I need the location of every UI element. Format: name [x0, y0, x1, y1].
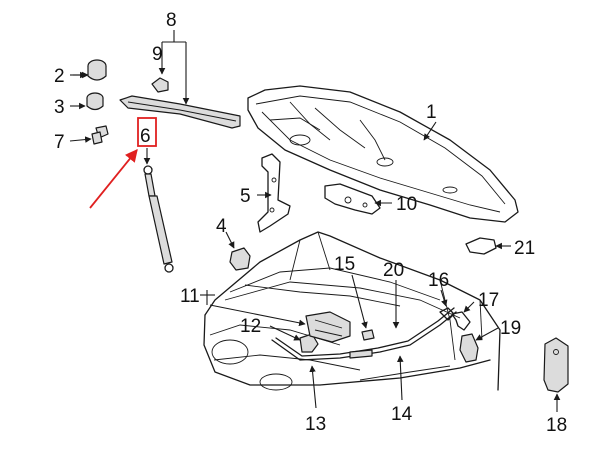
lift-support-strut — [143, 165, 174, 273]
trim-cover — [543, 337, 569, 393]
callout-12: 12 — [240, 316, 261, 337]
callout-19: 19 — [500, 318, 521, 339]
callout-16: 16 — [428, 270, 449, 291]
hood-stop — [86, 92, 104, 111]
highlight-arrow — [89, 149, 138, 209]
latch-assembly — [305, 311, 351, 343]
hood-panel — [247, 85, 519, 223]
callout-21: 21 — [514, 238, 535, 259]
callout-11: 11 — [180, 286, 200, 307]
callout-18: 18 — [546, 415, 567, 436]
callout-17: 17 — [478, 290, 499, 311]
callout-7: 7 — [54, 132, 65, 153]
release-cable — [271, 307, 457, 361]
callout-10: 10 — [396, 194, 417, 215]
hood-release-lever — [459, 333, 479, 363]
highlight-callout-6 — [89, 117, 157, 209]
callout-2: 2 — [54, 66, 65, 87]
callout-1: 1 — [426, 102, 437, 123]
callout-14: 14 — [391, 404, 413, 425]
callout-15: 15 — [334, 254, 355, 275]
leader-lines — [69, 30, 561, 412]
release-handle — [465, 237, 497, 255]
hood-hinge — [257, 153, 291, 233]
hood-seal — [119, 95, 241, 129]
vehicle-front-body — [203, 231, 501, 391]
release-lever — [451, 311, 471, 331]
callout-20: 20 — [383, 260, 404, 281]
callout-8: 8 — [166, 10, 177, 31]
callout-5: 5 — [240, 186, 251, 207]
callout-13: 13 — [305, 414, 326, 435]
seal-clip — [151, 77, 169, 93]
callout-4: 4 — [216, 216, 227, 237]
callout-6: 6 — [140, 126, 151, 147]
latch-bracket — [324, 183, 381, 215]
highlight-box — [137, 117, 157, 147]
grommet — [91, 125, 109, 145]
callout-9: 9 — [152, 44, 163, 65]
callout-labels: 1 2 3 4 5 6 7 8 9 10 11 12 13 14 15 16 1… — [54, 10, 567, 436]
cable-clip — [361, 329, 375, 341]
callout-3: 3 — [54, 97, 65, 118]
hood-bumper-pad — [87, 59, 107, 81]
support-bracket — [229, 247, 251, 271]
